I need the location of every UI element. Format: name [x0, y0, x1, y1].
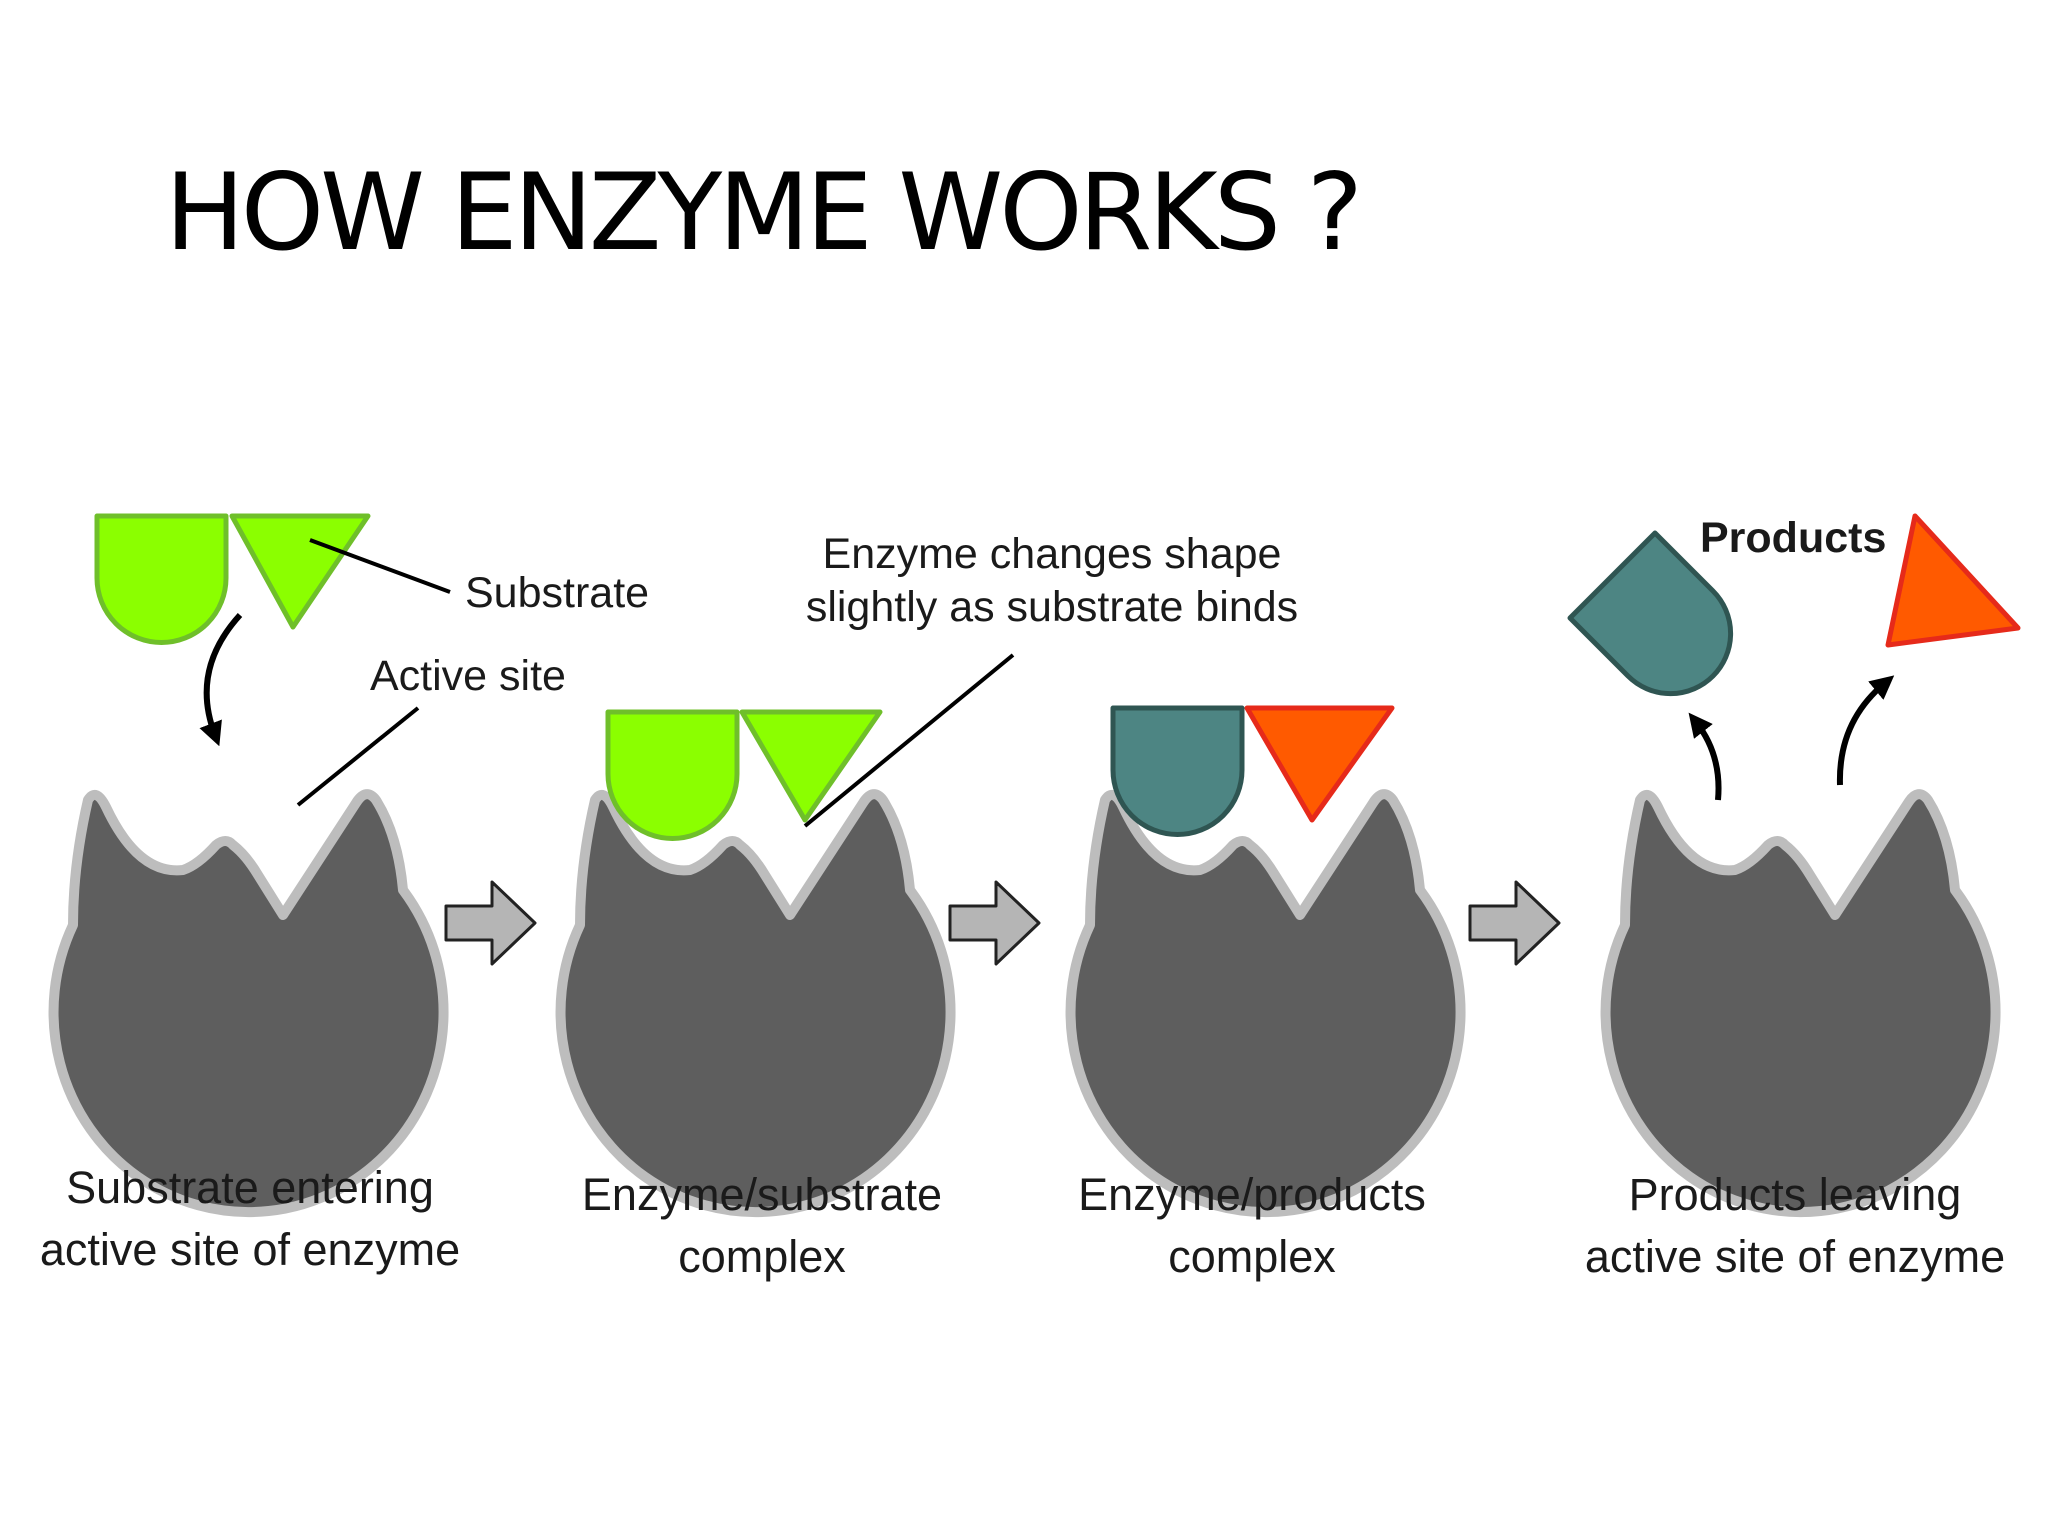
bound-products: [1110, 705, 1395, 837]
products-label: Products: [1700, 514, 1886, 562]
caption-2-line2: complex: [678, 1231, 846, 1282]
active-site-leader-line: [296, 706, 420, 807]
leaving-arrow-right: [1836, 675, 1895, 786]
caption-1-line2: active site of enzyme: [40, 1224, 460, 1275]
caption-3-line2: complex: [1168, 1231, 1336, 1282]
bound-substrate-half-circle: [605, 709, 740, 841]
released-product-orange: [1885, 513, 2021, 648]
substrate-half-circle: [94, 513, 229, 645]
enzyme-3: [1071, 794, 1461, 1212]
shape-change-label-line1: Enzyme changes shape: [823, 530, 1282, 578]
caption-4-line2: active site of enzyme: [1585, 1231, 2005, 1282]
substrate-leader-line: [309, 538, 451, 594]
leaving-arrow-left: [1688, 712, 1722, 801]
enzyme-1: [54, 794, 444, 1212]
enzyme-4: [1606, 794, 1996, 1212]
bound-product-teal: [1110, 705, 1245, 837]
entering-arrow: [199, 612, 243, 747]
caption-4-line1: Products leaving: [1629, 1169, 1962, 1220]
enzyme-2: [561, 794, 951, 1212]
process-arrow-1: [444, 880, 537, 966]
process-arrow-3: [1468, 880, 1561, 966]
substrate-free: [94, 513, 371, 645]
process-arrow-2: [948, 880, 1041, 966]
bound-product-orange: [1244, 705, 1395, 823]
released-product-teal: [1567, 530, 1734, 697]
shape-change-label-line2: slightly as substrate binds: [806, 583, 1298, 631]
substrate-triangle: [229, 513, 371, 630]
active-site-label: Active site: [370, 652, 566, 700]
substrate-label: Substrate: [465, 569, 649, 617]
caption-2-line1: Enzyme/substrate: [582, 1169, 942, 1220]
caption-3-line1: Enzyme/products: [1078, 1169, 1426, 1220]
bound-substrate: [605, 709, 883, 841]
caption-1-line1: Substrate entering: [66, 1162, 434, 1213]
slide-title: HOW ENZYME WORKS ?: [165, 151, 1363, 274]
shape-change-leader-line: [803, 653, 1015, 828]
bound-substrate-triangle: [739, 709, 883, 823]
